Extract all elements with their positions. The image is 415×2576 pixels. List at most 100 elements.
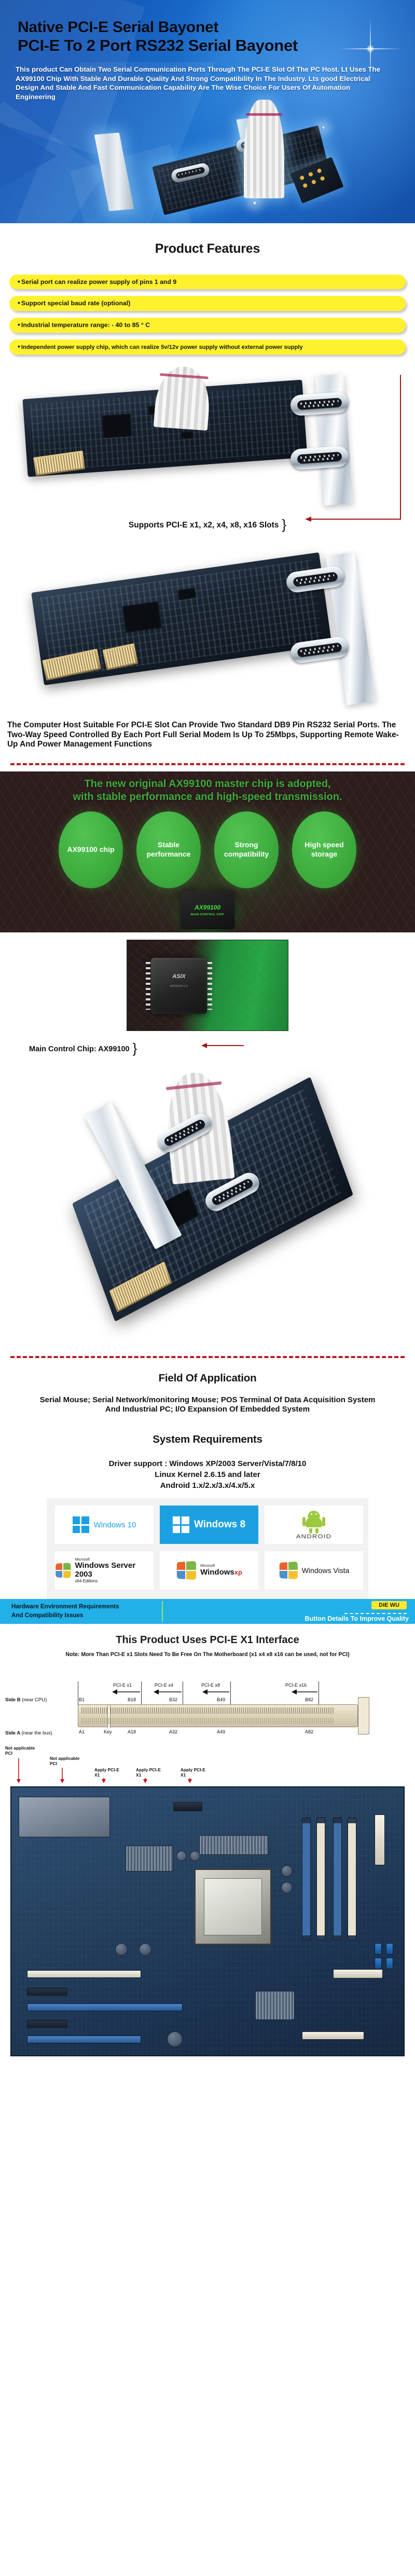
- capacitor: [139, 1943, 151, 1956]
- ic-chip: [122, 601, 162, 633]
- capacitor: [115, 1943, 128, 1956]
- pcie-interface-note: Note: More Than PCI-E x1 Slots Need To B…: [65, 1651, 350, 1658]
- annotation-not-applicable-pci: Not applicable PCI: [50, 1756, 80, 1766]
- motherboard-annotations: Not applicable PCI Not applicable PCI Ap…: [0, 1745, 415, 1784]
- segment-label: PCI-E x8: [201, 1683, 220, 1688]
- pcie-x16-slot: [27, 2003, 183, 2012]
- feature-pill: •Industrial temperature range: - 40 to 8…: [9, 318, 406, 333]
- chip-headline-line1: The new original AX99100 master chip is …: [84, 778, 331, 790]
- os-logo-label: Windows Vista: [301, 1566, 350, 1575]
- strip-left-text: Hardware Environment Requirements And Co…: [11, 1603, 119, 1619]
- bullet-icon: •: [18, 299, 20, 307]
- os-logo-label: ANDROID: [296, 1533, 332, 1540]
- pin-label-b-start: B1: [79, 1697, 85, 1703]
- capacitor: [190, 1851, 200, 1862]
- side-a-label: Side A (near the bus): [5, 1730, 52, 1736]
- pcie-interface-title: This Product Uses PCI-E X1 Interface: [116, 1634, 299, 1646]
- os-logo-windows-xp: Microsoft Windowsxp: [160, 1551, 258, 1590]
- os-logo-windows-10: Windows 10: [55, 1506, 154, 1544]
- pcie-x4-slot: [27, 2036, 141, 2044]
- windows-classic-flag-icon: [56, 1563, 71, 1579]
- benefit-bubble: AX99100 chip: [59, 811, 123, 888]
- hero-title-line1: Native PCI-E Serial Bayonet: [18, 19, 219, 36]
- os-logo-suffix: xp: [234, 1568, 242, 1576]
- chip-part-name: AX99100: [194, 903, 221, 911]
- product-photo-large-angled: [0, 1059, 415, 1350]
- strip-divider: [162, 1601, 163, 1622]
- main-control-chip-section: ASIX AX99100 LF Main Control Chip: AX991…: [0, 932, 415, 1059]
- chip-headline-line2: with stable performance and high-speed t…: [73, 791, 342, 803]
- feature-text: Serial port can realize power supply of …: [21, 278, 177, 286]
- side-b-sub: (near CPU): [22, 1697, 47, 1703]
- strip-right-text: Button Details To Improve Quality: [305, 1615, 409, 1623]
- product-features-list: •Serial port can realize power supply of…: [0, 274, 415, 370]
- main-control-caption-text: Main Control Chip: AX99100: [29, 1045, 130, 1053]
- callout-leader-line: [201, 1042, 244, 1048]
- atx-power-connector: [375, 1814, 385, 1866]
- pci-slot: [27, 1970, 141, 1978]
- os-logo-android: ANDROID: [265, 1506, 363, 1544]
- benefit-bubble: High speed storage: [292, 811, 356, 888]
- pcie-slot-connector: [78, 1704, 358, 1728]
- memory-slot: [316, 1818, 325, 1941]
- field-of-application-heading: Field Of Application: [158, 1372, 257, 1384]
- side-b-name: Side B: [5, 1697, 21, 1703]
- brace-icon: }: [132, 1040, 137, 1056]
- os-logo-label: Windows 8: [193, 1519, 246, 1530]
- windows-classic-flag-icon: [176, 1561, 197, 1580]
- sata-port: [375, 1958, 382, 1970]
- page-title: Native PCI-E Serial Bayonet PCI-E To 2 P…: [0, 10, 384, 55]
- strip-left-line2: And Compatibility Issues: [11, 1611, 84, 1619]
- gold-finger-connector: [42, 648, 102, 681]
- pcb-board: [31, 552, 332, 686]
- vendor-label: Microsoft: [200, 1564, 215, 1568]
- benefit-bubble: Stable performance: [136, 811, 201, 888]
- os-logo-label-group: Microsoft Windowsxp: [200, 1564, 242, 1577]
- os-logo-label: Windows 10: [93, 1520, 136, 1529]
- hero-triangle: [0, 119, 57, 192]
- memory-slot: [333, 1818, 342, 1941]
- pin-label-a: A18: [128, 1729, 136, 1735]
- vrm-heatsink: [199, 1835, 269, 1855]
- windows-flag-icon: [72, 1516, 89, 1534]
- bullet-icon: •: [18, 277, 20, 286]
- ribbon-cable: [244, 100, 284, 198]
- chip-banner-headline: The new original AX99100 master chip is …: [0, 771, 415, 804]
- ax99100-chip-illustration: AX99100 MAIN CONTROL CHIP: [181, 890, 234, 929]
- product-listing-page: Native PCI-E Serial Bayonet PCI-E To 2 P…: [0, 0, 415, 2056]
- slot-retention-tab: [358, 1697, 369, 1735]
- driver-support-linux: Linux Kernel 2.6.15 and later: [155, 1470, 260, 1479]
- annotation-apply-pcie-x1: Apply PCI-E X1: [181, 1767, 205, 1778]
- chip-benefit-bubbles: AX99100 chip Stable performance Strong c…: [0, 811, 415, 888]
- brace-icon: }: [282, 517, 287, 533]
- capacitor: [176, 1851, 187, 1862]
- os-logo-windows-server-2003: Microsoft Windows Server 2003 x64 Editio…: [55, 1551, 154, 1590]
- hero-title-line2: PCI-E To 2 Port RS232 Serial Bayonet: [18, 36, 298, 55]
- glow-dot-icon: [322, 126, 325, 129]
- android-robot-icon: [302, 1510, 325, 1534]
- pin-label-a: A32: [169, 1729, 178, 1735]
- ic-chip: [177, 588, 197, 601]
- windows-classic-flag-icon: [279, 1562, 298, 1580]
- driver-support-label: Driver support :: [108, 1459, 168, 1469]
- gold-finger-connector: [33, 451, 86, 477]
- io-panel: [19, 1797, 110, 1838]
- os-logo-label: Windows: [200, 1567, 234, 1577]
- vrm-heatsink: [126, 1846, 173, 1872]
- host-description: The Computer Host Suitable For PCI-E Slo…: [7, 721, 399, 749]
- os-logo-windows-vista: Windows Vista: [265, 1551, 363, 1590]
- front-panel-header: [333, 1969, 383, 1979]
- capacitor: [281, 1865, 293, 1877]
- bullet-icon: •: [18, 320, 20, 329]
- annotation-not-applicable-pci: Not applicable PCI: [5, 1745, 35, 1756]
- capacitor: [281, 1882, 293, 1894]
- slot-key-notch: [107, 1705, 110, 1728]
- cmos-battery: [167, 2031, 183, 2048]
- edition-label: x64 Editions: [75, 1578, 98, 1583]
- pcie-slot-diagram: Side B (near CPU) Side A (near the bus) …: [0, 1667, 415, 1745]
- motherboard-photo: [10, 1786, 405, 2057]
- chipset-heatsink: [255, 1991, 295, 2021]
- cpu-power-connector: [173, 1802, 202, 1812]
- segment-arrows: [112, 1689, 317, 1695]
- os-logo-label: Windows Server 2003: [75, 1561, 136, 1579]
